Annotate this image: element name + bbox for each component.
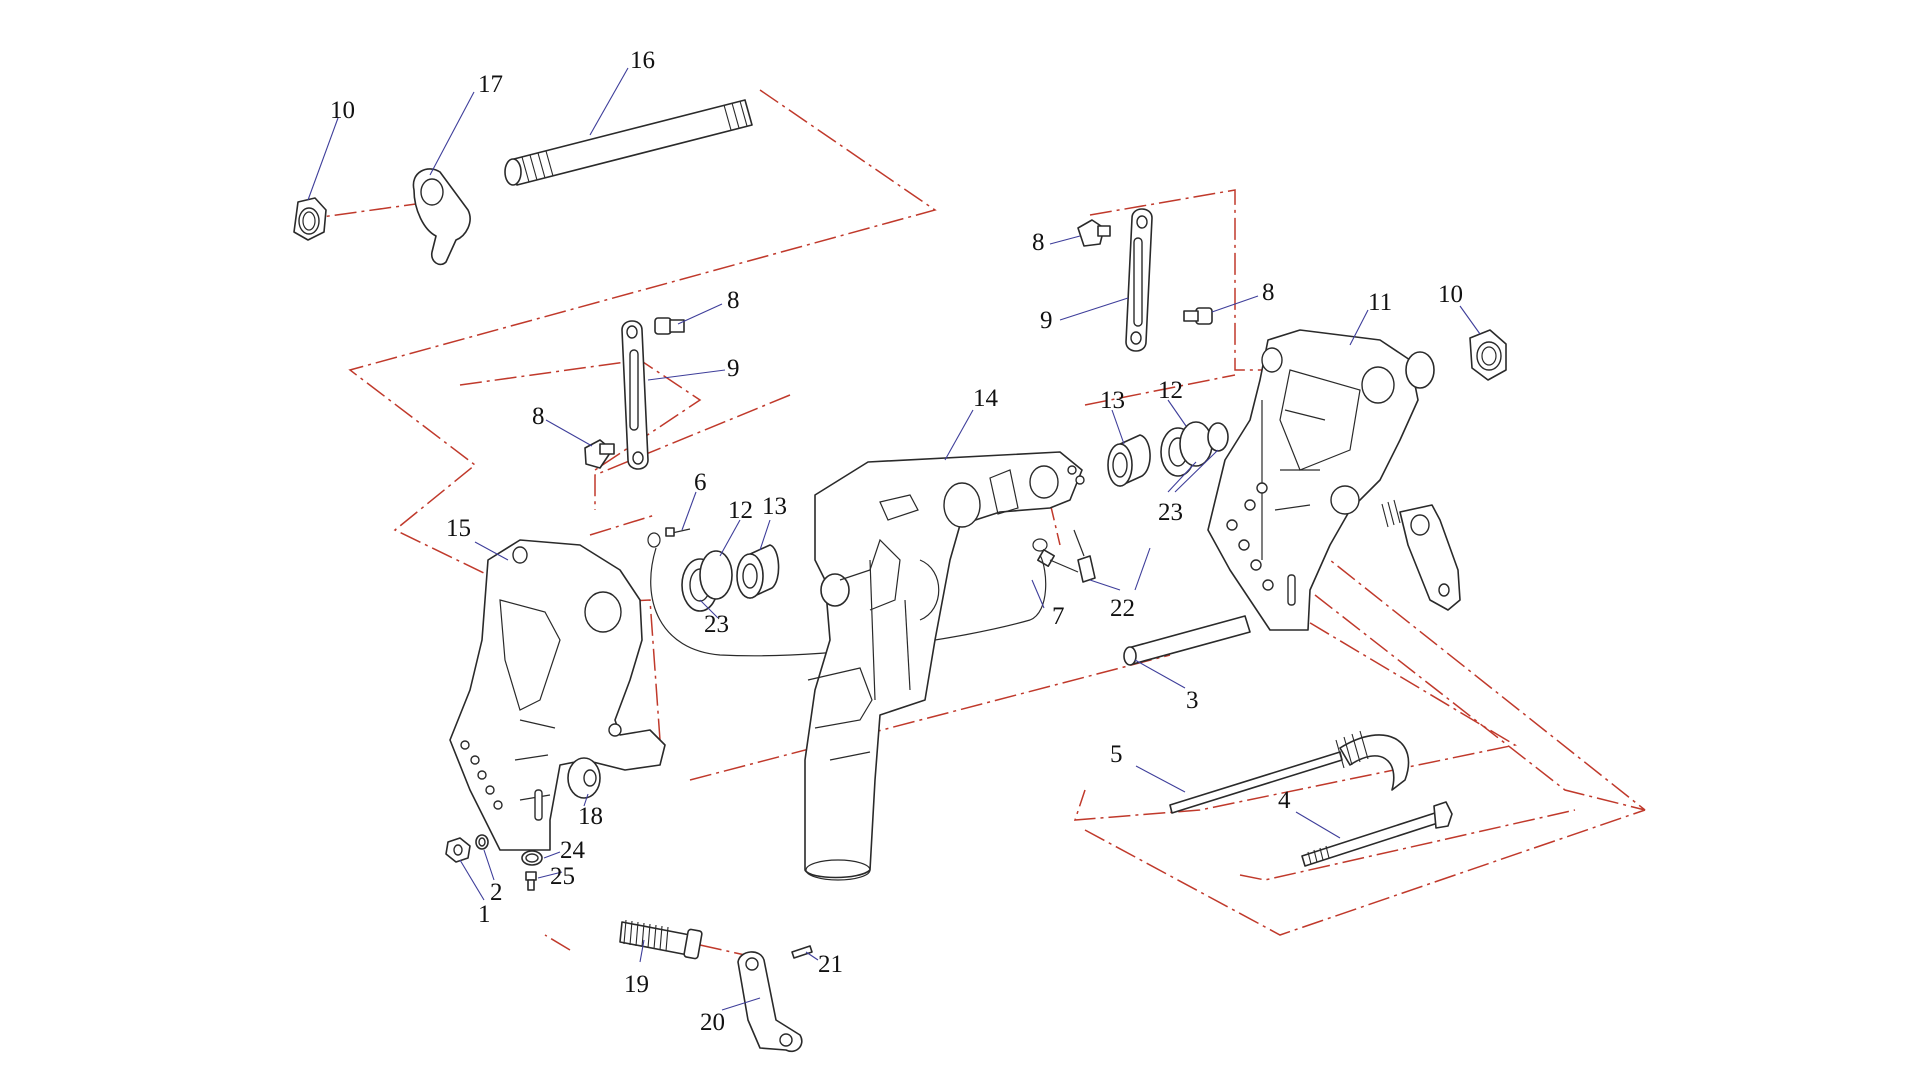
callout-18: 18	[578, 803, 603, 830]
pin-21	[791, 945, 813, 959]
screw-6	[665, 527, 691, 537]
callout-25: 25	[550, 863, 575, 890]
threaded-pin-19	[619, 919, 703, 960]
nut-left	[293, 197, 327, 241]
callout-24: 24	[560, 837, 586, 864]
washer-2	[475, 834, 489, 850]
bolt-8-a	[654, 317, 685, 335]
callout-labels: 10 17 16 8 9 8 8 9 8 11 10 14 15 6 12 13…	[330, 47, 1463, 1036]
callout-13-left: 13	[762, 493, 787, 520]
j-rod-5	[1169, 730, 1410, 814]
callout-4: 4	[1278, 787, 1291, 814]
bolt-8-b	[584, 439, 615, 469]
bracket-plate	[412, 168, 471, 266]
callout-1: 1	[478, 901, 491, 928]
callout-23-right: 23	[1158, 499, 1183, 526]
callout-17: 17	[478, 71, 503, 98]
slot-plate-right	[1125, 208, 1153, 352]
leader-lines	[307, 67, 1481, 1011]
callout-15: 15	[446, 515, 471, 542]
callout-22: 22	[1110, 595, 1135, 622]
screw-25	[525, 871, 537, 891]
callout-10-right: 10	[1438, 281, 1463, 308]
swivel-bracket	[804, 451, 1085, 881]
callout-10-left: 10	[330, 97, 355, 124]
bolt-8-c	[1077, 219, 1111, 247]
callout-19: 19	[624, 971, 649, 998]
callout-11: 11	[1368, 289, 1392, 316]
bushings-left	[681, 544, 780, 612]
callout-12-right: 12	[1158, 377, 1183, 404]
callout-13-right: 13	[1100, 387, 1125, 414]
callout-21: 21	[818, 951, 843, 978]
callout-20: 20	[700, 1009, 725, 1036]
callout-6: 6	[694, 469, 707, 496]
callout-8-c: 8	[1032, 229, 1045, 256]
lever-20	[737, 951, 803, 1053]
callout-5: 5	[1110, 741, 1123, 768]
callout-8-b: 8	[532, 403, 545, 430]
clamp-bracket-left	[449, 539, 666, 851]
callout-12-left: 12	[728, 497, 753, 524]
pin-3	[1123, 615, 1251, 666]
ring-24	[521, 850, 543, 866]
threaded-tube	[504, 99, 753, 186]
callout-8-d: 8	[1262, 279, 1275, 306]
callout-2: 2	[490, 879, 503, 906]
callout-9-left: 9	[727, 355, 740, 382]
nut-right	[1469, 329, 1507, 381]
bolt-8-d	[1183, 307, 1213, 325]
bushings-right	[1107, 421, 1229, 487]
callout-14: 14	[973, 385, 999, 412]
callout-7: 7	[1052, 603, 1065, 630]
nut-1	[445, 837, 471, 863]
callout-8-a: 8	[727, 287, 740, 314]
bolt-4	[1301, 801, 1453, 867]
callout-16: 16	[630, 47, 655, 74]
callout-9-right: 9	[1040, 307, 1053, 334]
callout-3: 3	[1186, 687, 1199, 714]
clamp-bracket-right	[1207, 329, 1461, 631]
callout-23-left: 23	[704, 611, 729, 638]
screw-22	[1037, 529, 1096, 583]
washer-18	[567, 757, 601, 799]
slot-plate-left	[621, 320, 649, 470]
